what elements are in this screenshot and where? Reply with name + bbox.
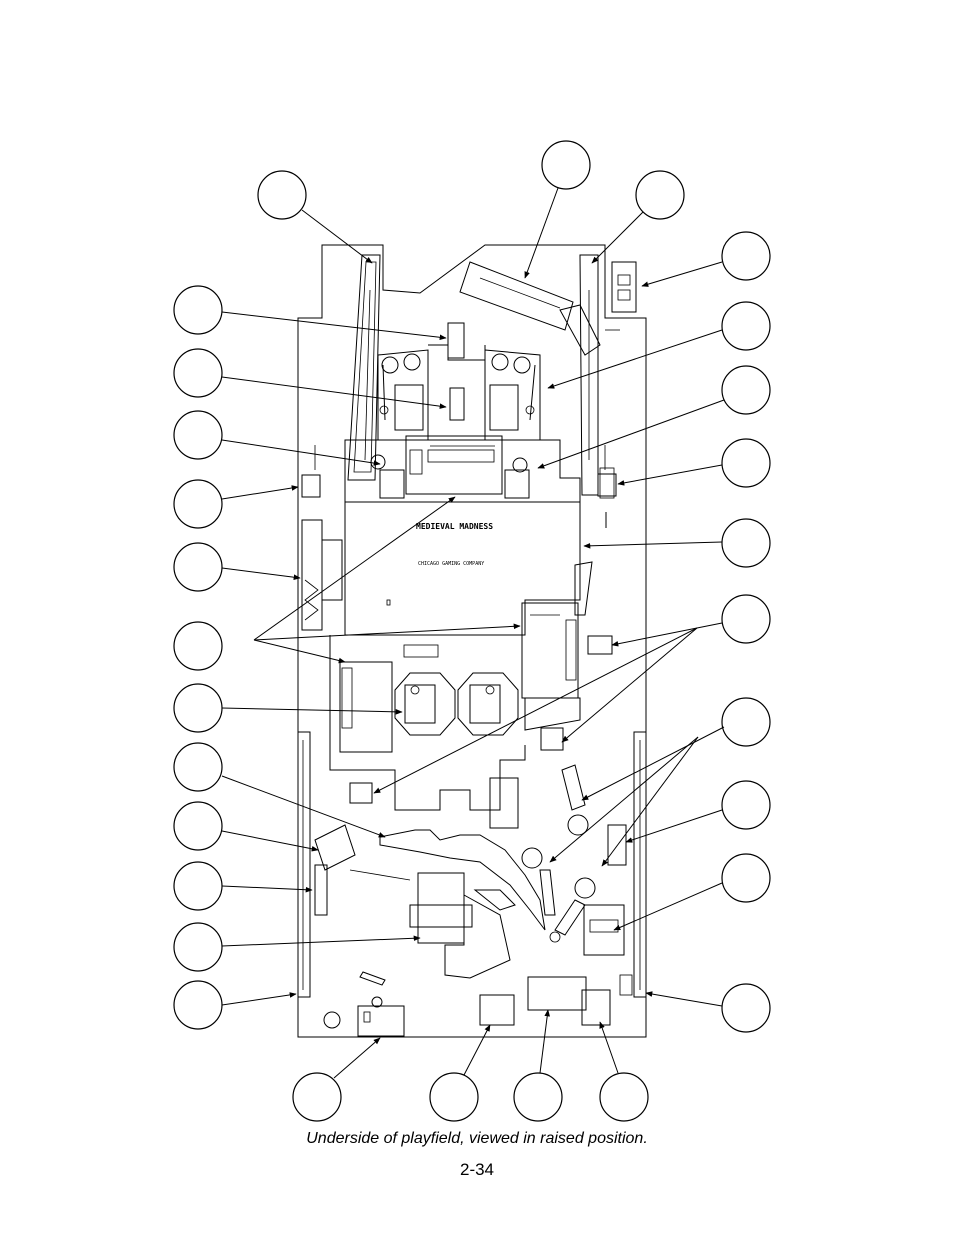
callout-circle	[173, 861, 223, 911]
left-motor	[394, 672, 456, 736]
callout-circle	[173, 542, 223, 592]
callout-circle	[513, 1072, 563, 1122]
callout-circle	[292, 1072, 342, 1122]
callout-circle	[721, 365, 771, 415]
callout-circle	[721, 697, 771, 747]
callout-circle	[635, 170, 685, 220]
left-slingshot-bracket	[314, 824, 411, 916]
left-driver-board	[329, 635, 526, 811]
lower-small-parts	[323, 971, 405, 1037]
lower-right-rail	[633, 731, 647, 998]
callout-circle	[721, 301, 771, 351]
left-ramp-rail	[347, 254, 381, 481]
center-lower-assembly	[409, 872, 516, 979]
callout-circle	[173, 348, 223, 398]
callout-circle	[173, 621, 223, 671]
upper-left-mechanism	[377, 349, 429, 441]
figure-caption: Underside of playfield, viewed in raised…	[306, 1130, 648, 1147]
callout-circle	[173, 285, 223, 335]
board-title: MEDIEVAL MADNESS	[416, 522, 493, 531]
playfield-outline	[297, 244, 647, 1038]
callout-circle	[721, 983, 771, 1033]
callout-circle	[721, 231, 771, 281]
callout-circle	[721, 853, 771, 903]
callout-circle	[257, 170, 307, 220]
lower-left-rail	[297, 731, 311, 998]
board-subtitle: CHICAGO GAMING COMPANY	[418, 561, 484, 567]
callout-circle	[721, 594, 771, 644]
upper-right-switch	[605, 261, 637, 331]
lower-center-mechanisms	[479, 764, 633, 1026]
callout-circle	[173, 801, 223, 851]
callout-circles	[173, 140, 771, 1122]
left-side-parts	[301, 445, 606, 631]
callout-circle	[173, 479, 223, 529]
right-motor	[457, 672, 519, 736]
callout-circle	[173, 980, 223, 1030]
callout-circle	[721, 518, 771, 568]
callout-circle	[721, 438, 771, 488]
right-driver-board	[521, 602, 581, 731]
callout-circle	[429, 1072, 479, 1122]
callout-circle	[173, 742, 223, 792]
callout-circle	[173, 683, 223, 733]
upper-board	[344, 435, 581, 503]
upper-right-mechanism	[484, 349, 541, 441]
lower-curved-guide	[379, 829, 546, 931]
right-side-parts	[574, 473, 617, 655]
upper-center-parts	[428, 322, 486, 421]
center-panel: MEDIEVAL MADNESS CHICAGO GAMING COMPANY	[344, 502, 581, 636]
callout-circle	[173, 922, 223, 972]
small-blocks	[349, 727, 564, 804]
page-number: 2-34	[459, 1160, 495, 1179]
top-bracket	[459, 261, 601, 356]
callout-circle	[721, 780, 771, 830]
leader-lines	[221, 187, 725, 1079]
right-ramp-rail	[579, 254, 615, 499]
callout-circle	[599, 1072, 649, 1122]
callout-circle	[541, 140, 591, 190]
callout-circle	[173, 410, 223, 460]
